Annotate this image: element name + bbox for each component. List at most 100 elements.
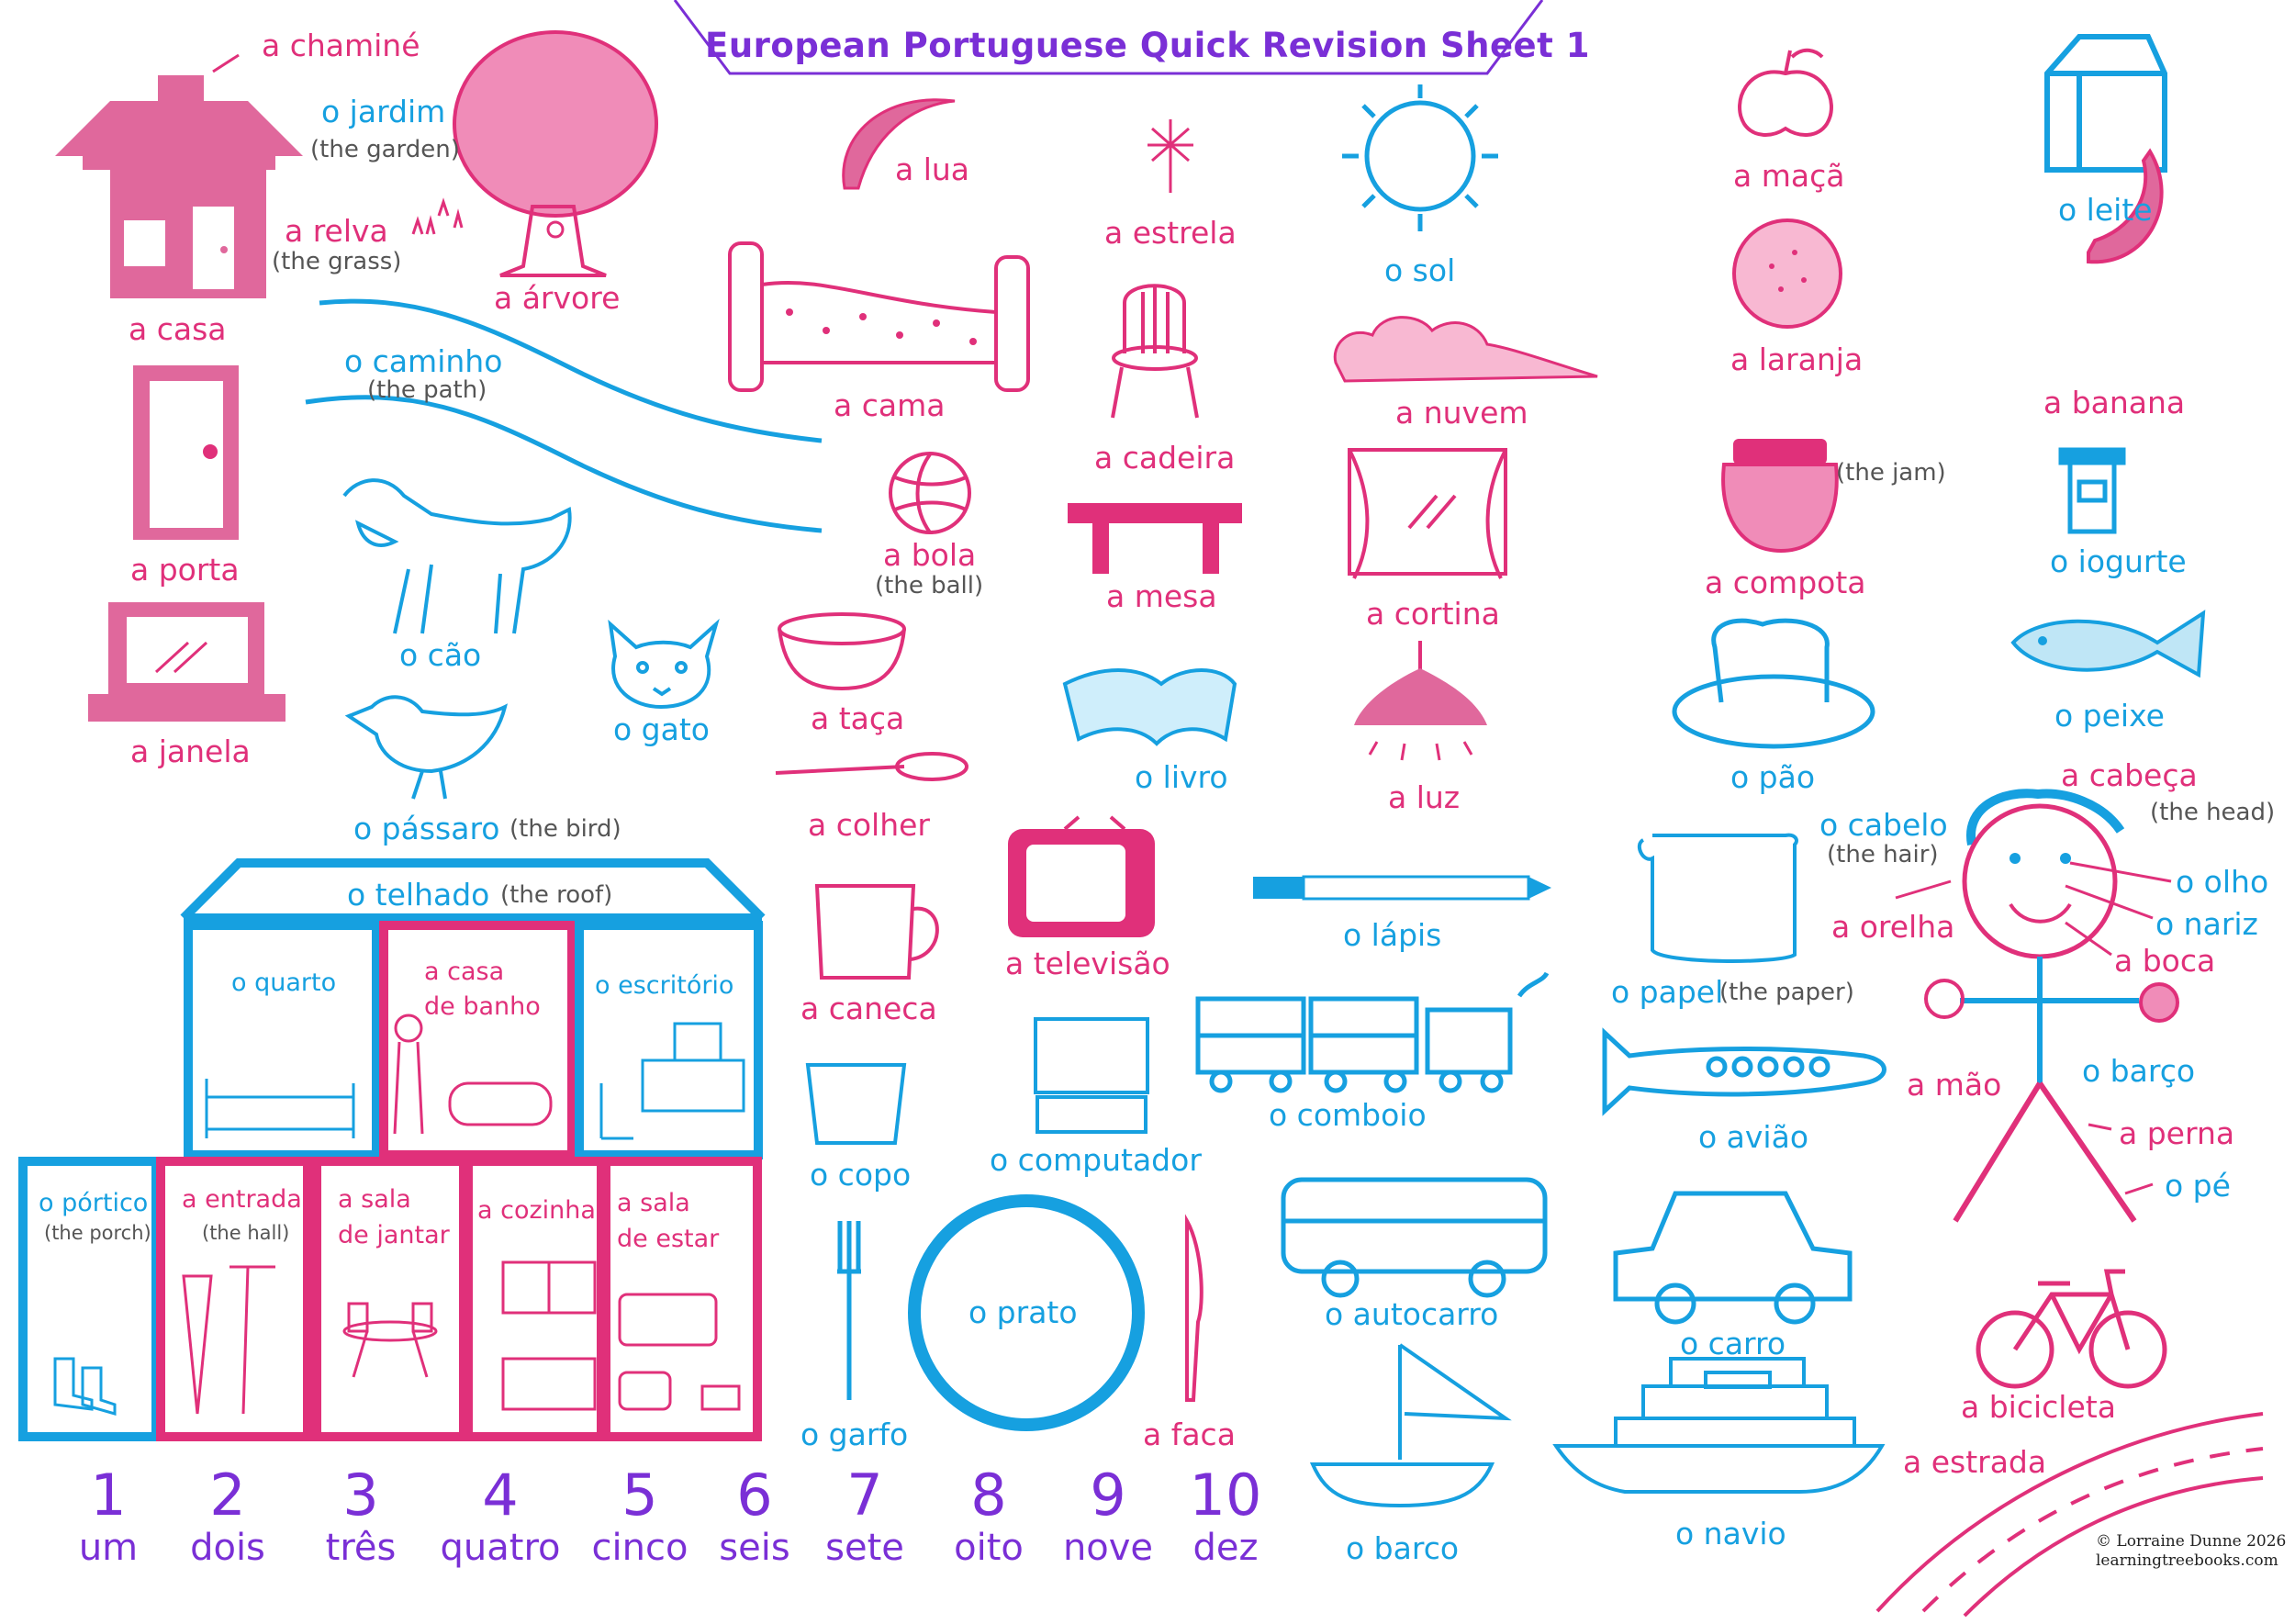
label-sol: o sol: [1384, 252, 1456, 288]
label-cao: o cão: [399, 637, 482, 673]
label-cama: a cama: [834, 387, 946, 423]
label-quarto: o quarto: [231, 969, 337, 997]
label-copo: o copo: [810, 1157, 912, 1193]
label-lua: a lua: [895, 151, 970, 187]
label-bicicleta: a bicicleta: [1961, 1389, 2116, 1425]
label-cabeca: a cabeça: [2061, 757, 2198, 793]
number-digit: 9: [1090, 1462, 1126, 1529]
number-word: um: [78, 1527, 139, 1569]
label-gato: o gato: [613, 711, 710, 747]
label-navio: o navio: [1675, 1516, 1786, 1551]
label-boca: a boca: [2114, 943, 2216, 979]
label-caminho-en: (the path): [367, 376, 487, 404]
bed-drawing: [728, 241, 1030, 392]
label-relva: a relva: [285, 213, 388, 249]
knife-drawing: [1185, 1214, 1203, 1402]
chamine-pointer: [212, 53, 240, 73]
plate-drawing: [908, 1194, 1145, 1431]
fork-drawing: [837, 1221, 861, 1400]
label-bola-en: (the ball): [875, 572, 984, 599]
house-cutaway: [18, 858, 766, 1441]
label-estrada: a estrada: [1903, 1444, 2047, 1480]
number-word: seis: [719, 1527, 790, 1569]
label-cabelo: o cabelo: [1819, 807, 1948, 843]
number-word: três: [325, 1527, 397, 1569]
number-word: oito: [954, 1527, 1024, 1569]
bicycle-drawing: [1976, 1269, 2167, 1389]
dog-drawing: [342, 478, 572, 634]
label-telhado: o telhado: [347, 877, 490, 913]
number-word: quatro: [440, 1527, 561, 1569]
tree-drawing: [453, 30, 658, 277]
label-barco-arm: o barço: [2082, 1053, 2196, 1089]
bowl-drawing: [778, 612, 906, 691]
label-casa: a casa: [129, 311, 227, 347]
lamp-drawing: [1354, 641, 1487, 761]
label-olho: o olho: [2176, 864, 2269, 900]
ship-drawing: [1552, 1357, 1886, 1494]
label-nariz: o nariz: [2155, 906, 2258, 942]
label-pe: o pé: [2165, 1168, 2231, 1204]
label-sala-jantar-1: a sala: [338, 1185, 411, 1214]
jam-drawing: [1721, 439, 1839, 554]
label-livro: o livro: [1135, 759, 1228, 795]
apple-drawing: [1738, 48, 1833, 137]
label-carro: o carro: [1680, 1326, 1786, 1361]
label-passaro-en: (the bird): [509, 815, 621, 843]
number-digit: 6: [736, 1462, 773, 1529]
bird-drawing: [344, 695, 508, 800]
label-autocarro: o autocarro: [1325, 1296, 1499, 1332]
label-entrada: a entrada: [182, 1185, 302, 1214]
fish-drawing: [2010, 610, 2206, 678]
chair-drawing: [1111, 284, 1199, 419]
label-computador: o computador: [990, 1142, 1202, 1178]
label-nuvem: a nuvem: [1395, 395, 1528, 431]
label-jardim-en: (the garden): [310, 136, 460, 163]
label-cozinha: a cozinha: [477, 1196, 596, 1225]
milk-drawing: [2044, 34, 2167, 173]
grass-drawing: [411, 197, 464, 235]
label-perna: a perna: [2119, 1115, 2235, 1151]
label-escritorio: o escritório: [595, 971, 734, 1000]
label-compota: a compota: [1705, 565, 1866, 600]
number-digit: 1: [90, 1462, 127, 1529]
label-jardim: o jardim: [321, 94, 446, 129]
orange-drawing: [1732, 218, 1842, 329]
label-barco: o barco: [1346, 1530, 1460, 1566]
number-word: cinco: [591, 1527, 688, 1569]
label-casa-de-banho-1: a casa: [424, 958, 505, 986]
pencil-drawing: [1253, 875, 1551, 901]
cat-drawing: [608, 618, 720, 710]
yogurt-drawing: [2058, 447, 2126, 534]
label-orelha: a orelha: [1831, 909, 1955, 945]
television-drawing: [1008, 815, 1155, 937]
path-drawing: [305, 298, 823, 533]
label-iogurte: o iogurte: [2050, 543, 2187, 579]
number-digit: 3: [342, 1462, 379, 1529]
label-colher: a colher: [808, 807, 930, 843]
label-sala-estar-1: a sala: [617, 1189, 690, 1217]
table-drawing: [1068, 503, 1242, 574]
car-drawing: [1613, 1191, 1853, 1325]
label-leite: o leite: [2058, 192, 2153, 228]
number-digit: 7: [846, 1462, 883, 1529]
label-faca: a faca: [1143, 1417, 1236, 1452]
label-cabelo-en: (the hair): [1827, 841, 1939, 868]
label-portico-en: (the porch): [44, 1222, 151, 1244]
label-cabeca-en: (the head): [2150, 799, 2276, 826]
title-banner: [673, 0, 1544, 75]
paper-drawing: [1637, 833, 1798, 963]
cloud-drawing: [1333, 316, 1598, 383]
label-sala-jantar-2: de jantar: [338, 1221, 450, 1249]
label-caminho: o caminho: [344, 343, 503, 379]
bus-drawing: [1281, 1177, 1548, 1298]
label-banana: a banana: [2043, 385, 2186, 420]
label-arvore: a árvore: [494, 280, 621, 316]
page-title: European Portuguese Quick Revision Sheet…: [705, 26, 1590, 65]
